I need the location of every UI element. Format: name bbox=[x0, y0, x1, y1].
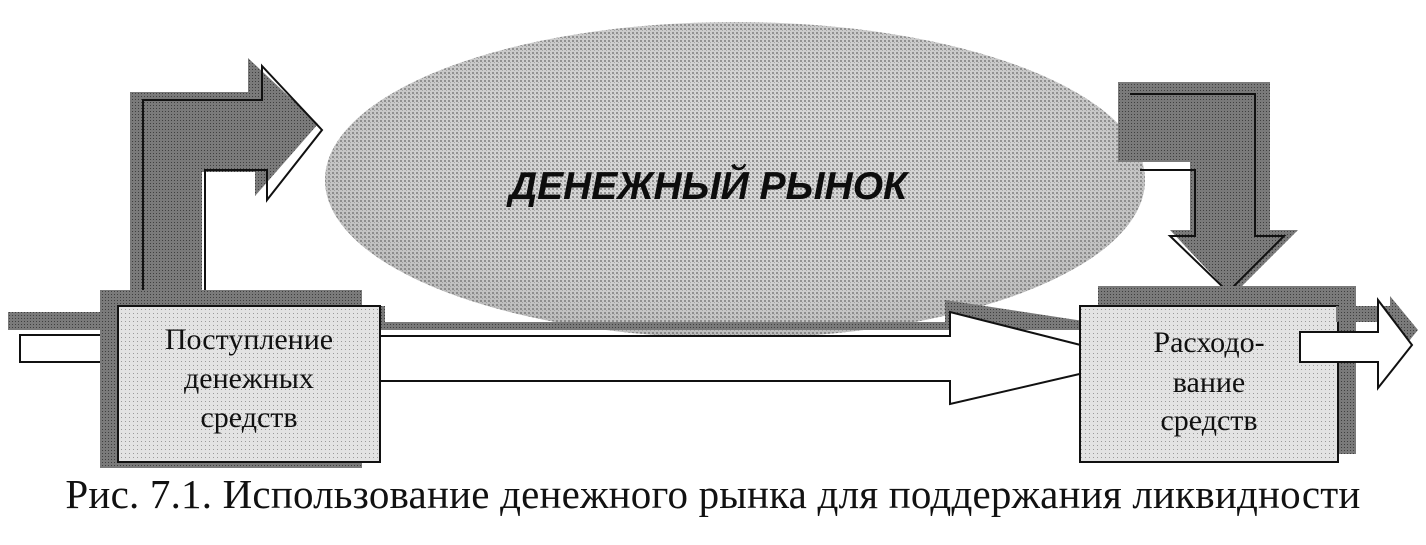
outflow-box-line-3: средств bbox=[1160, 404, 1257, 437]
output-arrow bbox=[1299, 296, 1418, 391]
inflow-box-line-2: денежных bbox=[184, 362, 314, 395]
inflow-to-outflow-arrow bbox=[379, 310, 1141, 406]
inflow-box: Поступление денежных средств bbox=[100, 290, 381, 468]
outflow-box: Расходо- вание средств bbox=[1079, 286, 1356, 463]
market-to-outflow-arrow bbox=[1118, 82, 1298, 296]
figure-caption: Рис. 7.1. Использование денежного рынка … bbox=[65, 471, 1361, 517]
outflow-box-line-1: Расходо- bbox=[1153, 326, 1264, 359]
outflow-box-line-2: вание bbox=[1173, 366, 1246, 399]
inflow-to-market-arrow bbox=[130, 58, 324, 292]
money-market-label: ДЕНЕЖНЫЙ РЫНОК bbox=[506, 163, 910, 208]
inflow-box-line-3: средств bbox=[200, 401, 297, 434]
inflow-box-line-1: Поступление bbox=[165, 323, 333, 356]
money-market-ellipse bbox=[325, 22, 1145, 338]
